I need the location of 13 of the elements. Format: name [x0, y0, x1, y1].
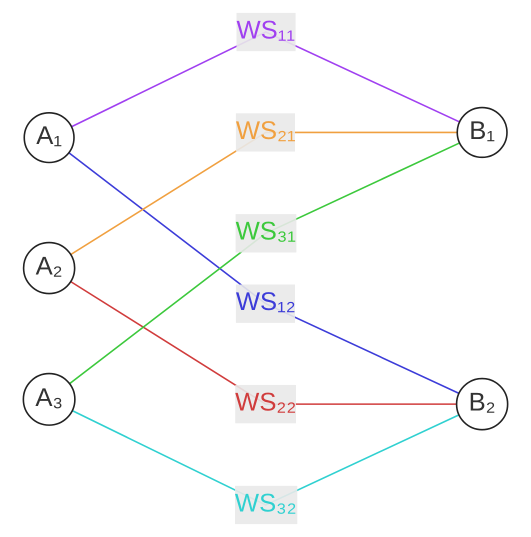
connector	[70, 132, 458, 256]
node-circle: B₂	[456, 378, 508, 430]
edge-label: WS₁₁	[236, 18, 296, 45]
edge-label: WS₃₁	[236, 218, 296, 246]
edge-label: WS₁₂	[236, 289, 296, 317]
node-circle: A₂	[22, 242, 76, 294]
connector	[70, 280, 457, 405]
node-circle: A₃	[22, 372, 76, 426]
edge-label: WS₃₂	[234, 490, 297, 518]
node-circle: A₁	[23, 112, 75, 164]
edge-label: WS₂₁	[236, 118, 296, 146]
edge-label: WS₂₂	[235, 390, 296, 417]
node-circle: B₁	[456, 106, 508, 158]
